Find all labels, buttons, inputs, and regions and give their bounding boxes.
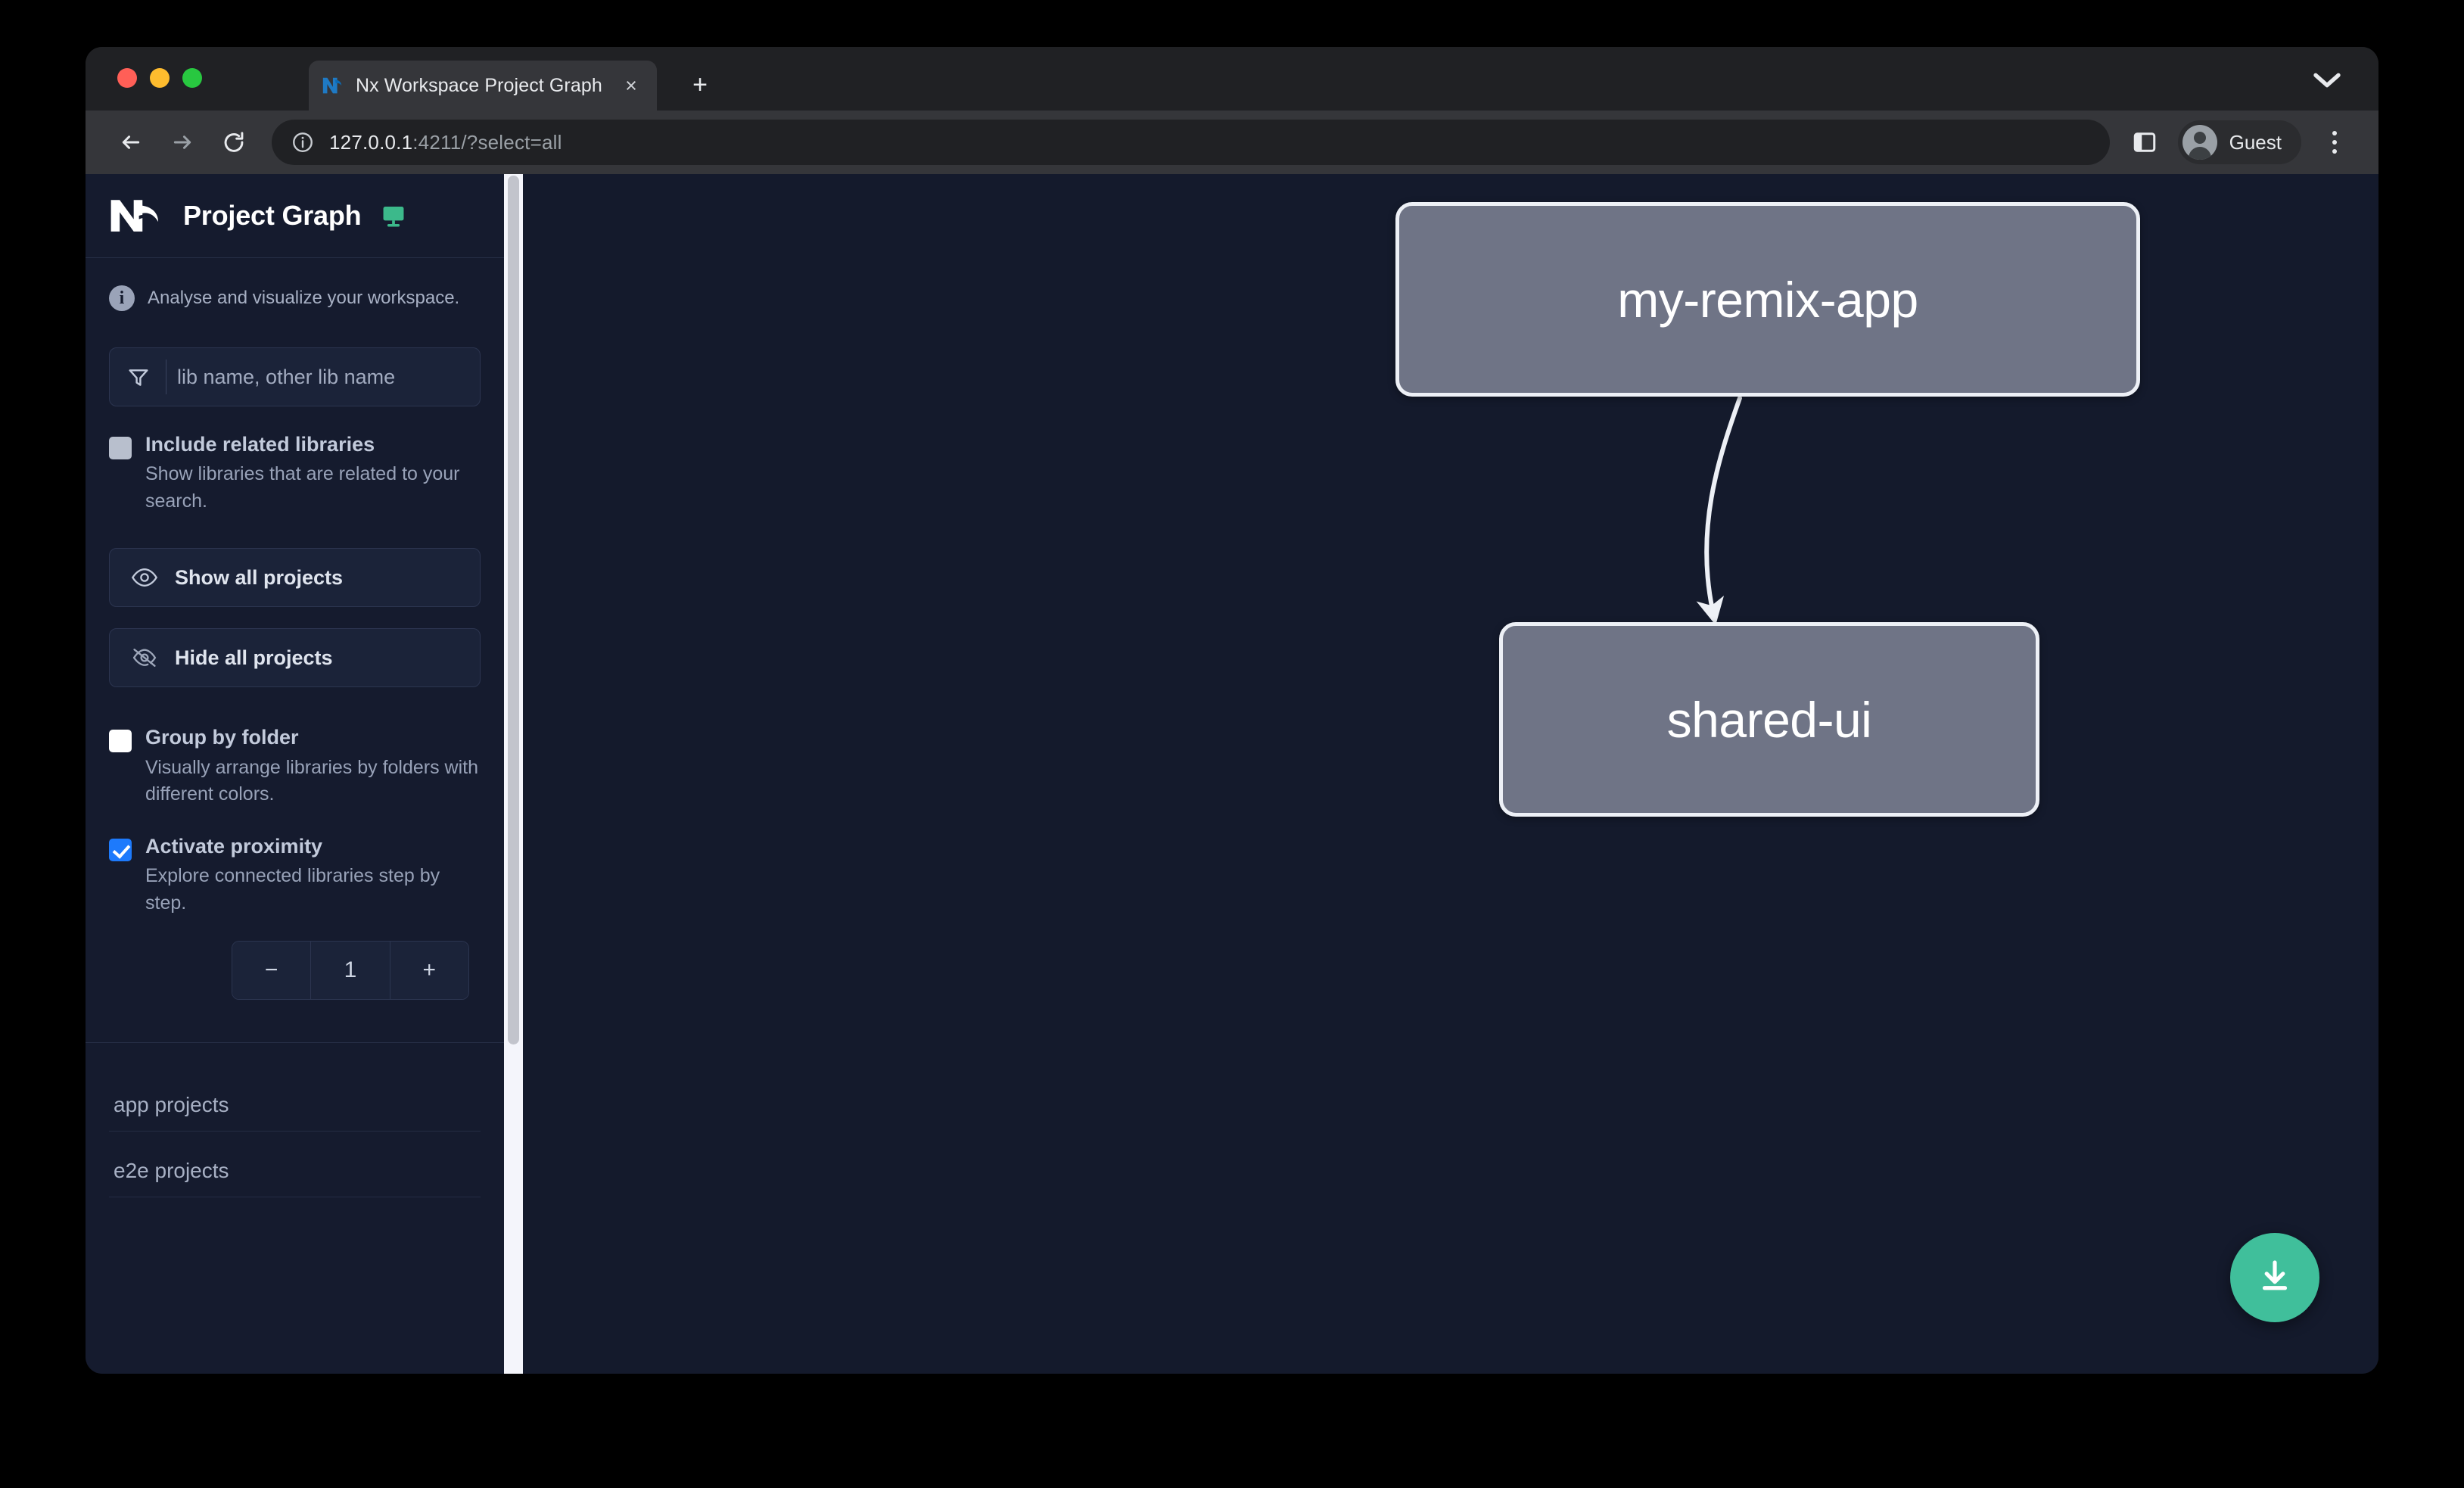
three-dot-menu-icon[interactable] (2318, 121, 2351, 163)
info-circle-icon[interactable] (291, 131, 314, 154)
nx-logo-icon (107, 195, 163, 237)
monitor-icon[interactable] (381, 203, 406, 229)
profile-name: Guest (2229, 130, 2282, 154)
profile-chip[interactable]: Guest (2177, 120, 2301, 164)
window-close-button[interactable] (117, 68, 137, 88)
divider (86, 1042, 504, 1044)
close-icon[interactable]: × (625, 73, 637, 97)
chevron-down-icon[interactable] (2312, 71, 2342, 89)
menu-dot (2332, 131, 2337, 135)
forward-arrow-icon[interactable] (160, 120, 205, 165)
include-related-libraries-label: Include related libraries (145, 433, 375, 456)
back-arrow-icon[interactable] (108, 120, 154, 165)
browser-tab-strip: Nx Workspace Project Graph × + (86, 47, 2378, 111)
window-traffic-lights (117, 68, 202, 88)
account-avatar-icon (2182, 125, 2217, 160)
filter-funnel-icon (126, 365, 151, 389)
project-graph-canvas[interactable]: my-remix-app shared-ui (523, 174, 2378, 1374)
reload-icon[interactable] (211, 120, 257, 165)
search-input[interactable] (177, 365, 480, 389)
window-maximize-button[interactable] (182, 68, 202, 88)
sidebar-scroll-area: Include related libraries Show libraries… (86, 311, 504, 1374)
page-title: Project Graph (183, 200, 362, 231)
group-by-folder-label: Group by folder (145, 726, 299, 749)
activate-proximity-texts: Activate proximity Explore connected lib… (145, 834, 481, 917)
activate-proximity-label: Activate proximity (145, 834, 323, 858)
include-related-libraries-description: Show libraries that are related to your … (145, 463, 460, 512)
proximity-decrement-button[interactable]: − (232, 942, 311, 1000)
browser-tab[interactable]: Nx Workspace Project Graph × (309, 61, 657, 111)
show-all-projects-label: Show all projects (175, 565, 344, 589)
group-by-folder-description: Visually arrange libraries by folders wi… (145, 756, 479, 805)
proximity-increment-button[interactable]: + (389, 942, 468, 1000)
window-minimize-button[interactable] (150, 68, 170, 88)
hide-all-projects-button[interactable]: Hide all projects (109, 628, 481, 688)
info-icon: i (109, 285, 135, 311)
search-row[interactable] (109, 347, 481, 406)
activate-proximity-description: Explore connected libraries step by step… (145, 865, 440, 914)
side-panel-icon[interactable] (2131, 129, 2158, 156)
activate-proximity-checkbox[interactable] (109, 838, 132, 861)
section-header-e2e-projects[interactable]: e2e projects (109, 1132, 481, 1198)
download-button[interactable] (2230, 1233, 2319, 1322)
new-tab-button[interactable]: + (692, 70, 708, 99)
activate-proximity-row[interactable]: Activate proximity Explore connected lib… (109, 834, 481, 917)
proximity-value: 1 (310, 942, 390, 1000)
eye-slash-icon (131, 646, 158, 669)
include-related-libraries-checkbox[interactable] (109, 437, 132, 459)
include-related-libraries-texts: Include related libraries Show libraries… (145, 432, 481, 515)
sidebar-tagline-text: Analyse and visualize your workspace. (148, 288, 460, 308)
menu-dot (2332, 149, 2337, 154)
proximity-stepper: − 1 + (232, 941, 469, 1001)
group-by-folder-checkbox[interactable] (109, 730, 132, 753)
sidebar-scrollbar[interactable] (504, 174, 523, 1374)
nx-logo-icon (321, 74, 344, 97)
sidebar-tagline: i Analyse and visualize your workspace. (86, 258, 504, 311)
download-icon (2254, 1256, 2295, 1300)
menu-dot (2332, 140, 2337, 145)
sidebar-scrollbar-thumb[interactable] (508, 176, 519, 1044)
address-bar-url: 127.0.0.1:4211/?select=all (329, 130, 562, 154)
graph-node-shared-ui[interactable]: shared-ui (1499, 622, 2039, 817)
graph-edge-my-remix-app-to-shared-ui (1696, 396, 1742, 625)
group-by-folder-texts: Group by folder Visually arrange librari… (145, 725, 481, 808)
divider (86, 257, 504, 258)
browser-window: Nx Workspace Project Graph × + (86, 47, 2378, 1374)
browser-toolbar: 127.0.0.1:4211/?select=all Guest (86, 111, 2378, 174)
graph-node-my-remix-app[interactable]: my-remix-app (1395, 202, 2140, 397)
hide-all-projects-label: Hide all projects (175, 646, 333, 669)
group-by-folder-row[interactable]: Group by folder Visually arrange librari… (109, 725, 481, 808)
page-content: Project Graph i Analyse and visualize yo… (86, 174, 2378, 1374)
include-related-libraries-row[interactable]: Include related libraries Show libraries… (109, 432, 481, 515)
show-all-projects-button[interactable]: Show all projects (109, 548, 481, 608)
eye-icon (131, 566, 158, 589)
address-bar[interactable]: 127.0.0.1:4211/?select=all (272, 120, 2110, 165)
sidebar-header: Project Graph (86, 174, 504, 257)
section-header-app-projects[interactable]: app projects (109, 1066, 481, 1132)
browser-tab-title: Nx Workspace Project Graph (356, 74, 602, 96)
sidebar: Project Graph i Analyse and visualize yo… (86, 174, 504, 1374)
